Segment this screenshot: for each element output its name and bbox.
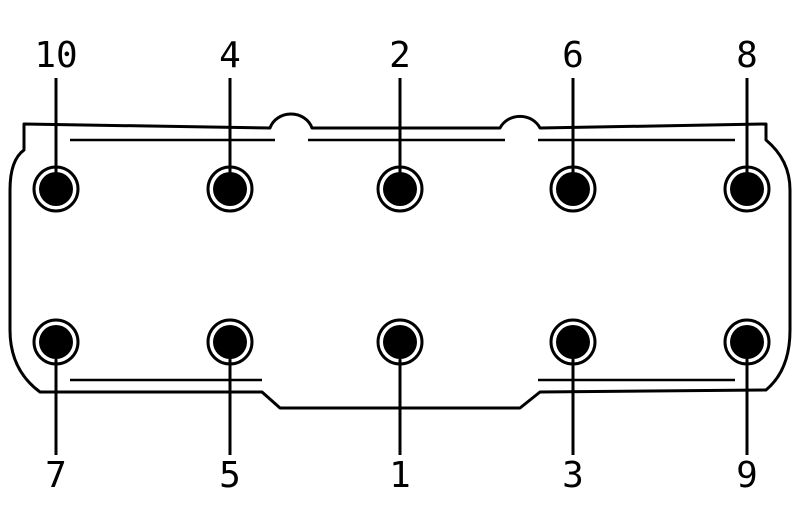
bolt-number-label: 9 <box>736 455 758 496</box>
bolt-number-label: 7 <box>45 455 67 496</box>
bolt-number-label: 1 <box>389 455 411 496</box>
bolt-number-label: 8 <box>736 35 758 76</box>
bolt-number-label: 2 <box>389 35 411 76</box>
bolt-number-label: 4 <box>219 35 241 76</box>
bolt-number-label: 6 <box>562 35 584 76</box>
bolt-number-label: 10 <box>34 35 78 76</box>
leader-lines-bottom <box>54 330 749 455</box>
cylinder-head-outline <box>8 112 792 410</box>
bolt-number-label: 5 <box>219 455 241 496</box>
bolt-number-label: 3 <box>562 455 584 496</box>
leader-lines-top <box>54 78 749 202</box>
